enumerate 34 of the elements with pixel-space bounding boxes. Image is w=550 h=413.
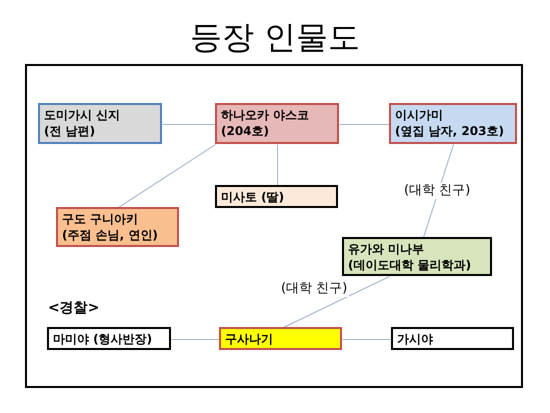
- connector-line: [118, 144, 216, 208]
- connector-line: [342, 339, 392, 340]
- character-name: 하나오카 야스코: [221, 107, 310, 123]
- character-name: 구사나기: [225, 331, 274, 347]
- character-box: [47, 327, 171, 350]
- edge-label: (대학 친구): [279, 281, 350, 297]
- character-box: [215, 103, 339, 144]
- character-name: 이시가미: [395, 107, 444, 123]
- character-box: [215, 185, 338, 208]
- character-name: 마미야 (형사반장): [53, 331, 154, 347]
- character-name: 가시야: [397, 331, 434, 347]
- character-name: 도미가시 신지: [44, 107, 122, 123]
- connector-line: [277, 144, 278, 186]
- connector-line: [339, 124, 390, 125]
- character-note: (주점 손님, 연인): [62, 227, 159, 243]
- character-box: [56, 207, 179, 247]
- character-note: (옆집 남자, 203호): [395, 123, 505, 139]
- character-name: 미사토 (딸): [221, 189, 286, 205]
- character-box: [342, 237, 492, 276]
- character-note: (전 남편): [44, 123, 96, 139]
- connector-line: [162, 124, 216, 125]
- character-note: (데이도대학 물리학과): [348, 257, 472, 273]
- character-box: [219, 327, 342, 350]
- edge-label: (대학 친구): [402, 183, 472, 199]
- character-name: 유가와 미나부: [348, 241, 426, 257]
- character-note: (204호): [221, 123, 270, 139]
- character-box: [38, 103, 162, 144]
- group-label: <경찰>: [48, 299, 100, 317]
- character-name: 구도 구니아키: [62, 211, 140, 227]
- character-box: [389, 103, 517, 144]
- diagram-title: 등장 인물도: [188, 17, 362, 58]
- character-box: [391, 327, 514, 350]
- connector-line: [283, 276, 390, 328]
- connector-line: [171, 339, 220, 340]
